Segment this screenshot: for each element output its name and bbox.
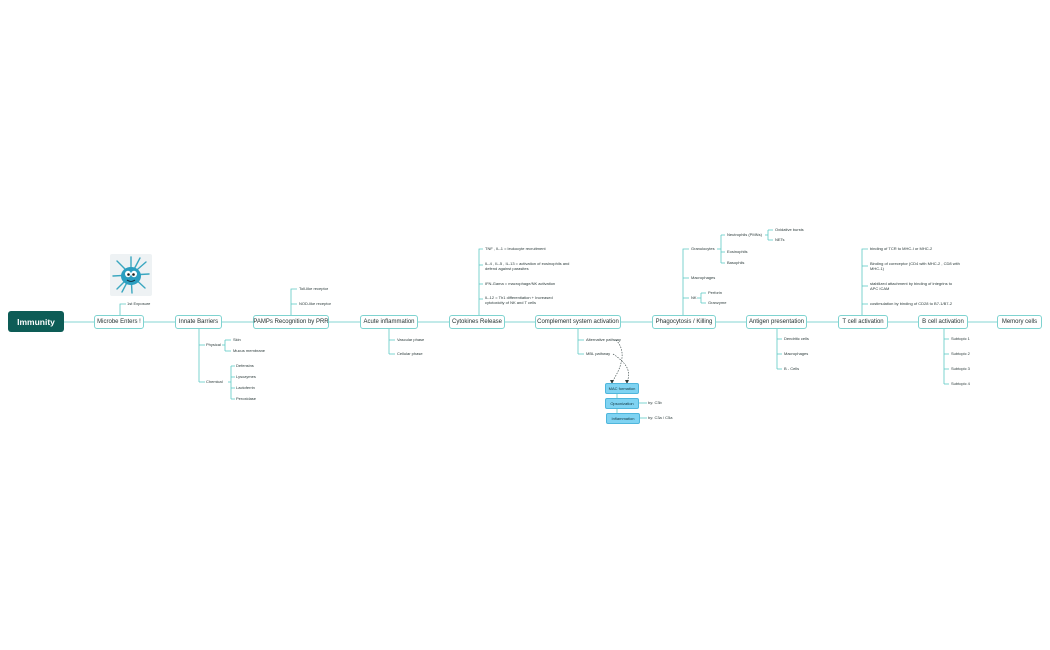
complement-via-label: by: C3a / C5a bbox=[648, 415, 673, 420]
phago-granulocyte-item[interactable]: Eosinophils bbox=[727, 249, 748, 254]
phago-nk-item[interactable]: Granzyme bbox=[708, 300, 727, 305]
tcell-item[interactable]: stabilized attachment by binding of inte… bbox=[870, 281, 953, 291]
stage-antigen-presentation[interactable]: Antigen presentation bbox=[746, 315, 807, 329]
inflammation-item[interactable]: Cellular phase bbox=[397, 351, 423, 356]
inflammation-item[interactable]: Vascular phase bbox=[397, 337, 425, 342]
stage-memory-cells[interactable]: Memory cells bbox=[997, 315, 1042, 329]
innate-chemical-item[interactable]: Defensins bbox=[236, 363, 254, 368]
stage-microbe-enters[interactable]: Microbe Enters ! bbox=[94, 315, 144, 329]
innate-physical-item[interactable]: Mucus membrane bbox=[233, 348, 266, 353]
phago-macrophages[interactable]: Macrophages bbox=[691, 275, 716, 280]
cytokine-item[interactable]: IFN-Gama = macrophage/NK activation bbox=[485, 281, 556, 286]
phago-neutrophil-item[interactable]: NETs bbox=[775, 237, 785, 242]
stage-innate-barriers[interactable]: Innate Barriers bbox=[175, 315, 222, 329]
prr-item[interactable]: Toll-like receptor bbox=[299, 286, 329, 291]
stage-pamps-recognition[interactable]: PAMPs Recognition by PRR bbox=[253, 315, 329, 329]
innate-physical-label[interactable]: Physical bbox=[206, 342, 221, 347]
innate-chemical-item[interactable]: Lysozymes bbox=[236, 374, 256, 379]
innate-chemical-item[interactable]: Lactoferrin bbox=[236, 385, 255, 390]
apc-item[interactable]: Macrophages bbox=[784, 351, 809, 356]
complement-via-label: by: C3b bbox=[648, 400, 662, 405]
phago-nk-item[interactable]: Perforin bbox=[708, 290, 723, 295]
innate-physical-item[interactable]: Skin bbox=[233, 337, 241, 342]
stage-b-cell-activation[interactable]: B cell activation bbox=[918, 315, 968, 329]
stage-cytokines-release[interactable]: Cytokines Release bbox=[449, 315, 505, 329]
complement-outcome-mac[interactable]: MAC formation bbox=[605, 383, 639, 394]
microbe-icon bbox=[112, 256, 150, 294]
tcell-item[interactable]: binding of TCR to MHC-I or MHC-2 bbox=[870, 246, 933, 251]
apc-item[interactable]: Dendritic cells bbox=[784, 336, 809, 341]
microbe-image bbox=[110, 254, 152, 296]
cytokine-item[interactable]: IL-12 = Th1 differentiation + Increased … bbox=[485, 295, 553, 305]
phago-granulocytes[interactable]: Granulocytes bbox=[691, 246, 715, 251]
tcell-item[interactable]: costimulation by binding of CD28 to B7-1… bbox=[870, 301, 953, 306]
apc-item[interactable]: B - Cells bbox=[784, 366, 800, 371]
complement-pathway[interactable]: Alternative pathway bbox=[586, 337, 621, 342]
prr-item[interactable]: NOD-like receptor bbox=[299, 301, 332, 306]
phago-nk[interactable]: NK bbox=[691, 295, 697, 300]
bcell-item[interactable]: Subtopic 1 bbox=[951, 336, 970, 341]
phago-granulocyte-item[interactable]: Basophils bbox=[727, 260, 745, 265]
stage-acute-inflammation[interactable]: Acute inflammation bbox=[360, 315, 418, 329]
phago-granulocyte-item[interactable]: Neutrophils (PMNs) bbox=[727, 232, 762, 237]
complement-pathway[interactable]: MBL pathway bbox=[586, 351, 611, 356]
cytokine-item[interactable]: TNF , IL-1 = leukocyte recruitment bbox=[485, 246, 546, 251]
microbe-caption: 1st Exposure bbox=[127, 301, 151, 306]
innate-chemical-label[interactable]: Chemical bbox=[206, 379, 223, 384]
cytokine-item[interactable]: IL-4 , IL-5 , IL-13 = activation of eosi… bbox=[485, 261, 570, 271]
bcell-item[interactable]: Subtopic 3 bbox=[951, 366, 970, 371]
stage-phagocytosis-killing[interactable]: Phagocytosis / Killing bbox=[652, 315, 716, 329]
bcell-item[interactable]: Subtopic 2 bbox=[951, 351, 970, 356]
complement-outcome-inflammation[interactable]: Inflammation bbox=[606, 413, 640, 424]
innate-chemical-item[interactable]: Peroxidase bbox=[236, 396, 257, 401]
complement-outcome-opsonization[interactable]: Opsonization bbox=[605, 398, 639, 409]
bcell-item[interactable]: Subtopic 4 bbox=[951, 381, 970, 386]
phago-neutrophil-item[interactable]: Oxidative bursts bbox=[775, 227, 804, 232]
tcell-item[interactable]: Binding of coreceptor (CD4 with MHC-2 , … bbox=[870, 261, 960, 271]
stage-complement-activation[interactable]: Complement system activation bbox=[535, 315, 621, 329]
stage-t-cell-activation[interactable]: T cell activation bbox=[838, 315, 888, 329]
root-node-immunity[interactable]: Immunity bbox=[8, 311, 64, 332]
